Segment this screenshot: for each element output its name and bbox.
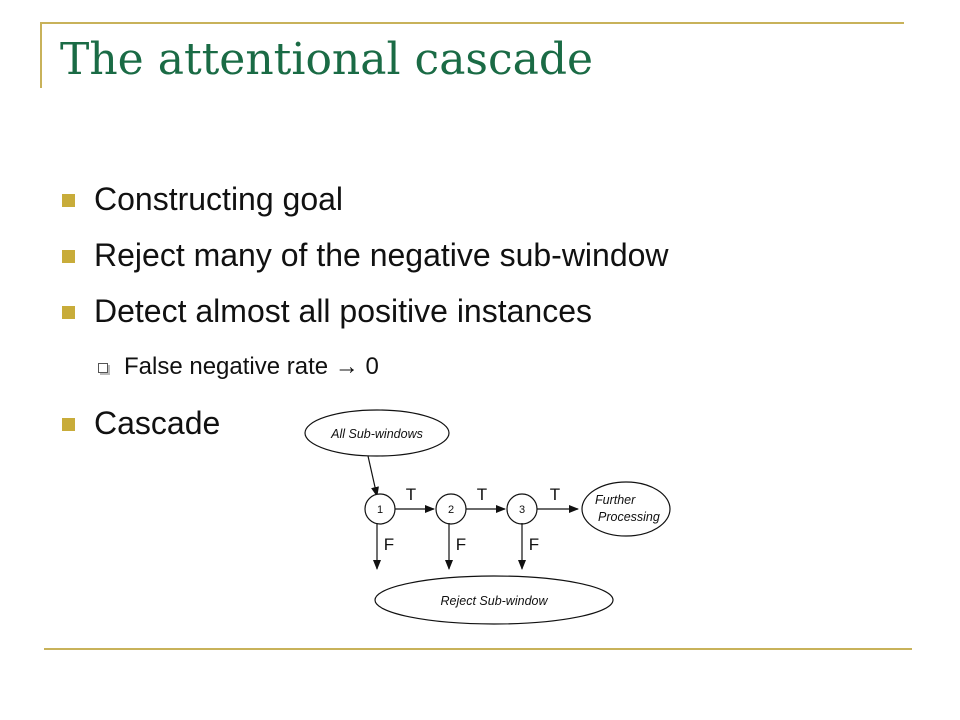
reject-subwindow-label: Reject Sub-window	[441, 594, 549, 608]
slide-title: The attentional cascade	[60, 34, 594, 85]
stage-3-label: 3	[519, 504, 525, 516]
true-label: T	[477, 485, 487, 504]
false-label: F	[529, 535, 539, 554]
further-processing-node	[581, 481, 671, 537]
square-bullet-icon	[62, 194, 75, 207]
bullet-text: Reject many of the negative sub-window	[94, 237, 669, 273]
input-arrow	[367, 455, 379, 497]
false-label: F	[456, 535, 466, 554]
true-label: T	[550, 485, 560, 504]
all-subwindows-label: All Sub-windows	[330, 427, 423, 441]
reject-subwindow-node	[374, 575, 614, 625]
stage-2-label: 2	[448, 504, 454, 516]
bullet-text: Cascade	[94, 405, 221, 441]
square-bullet-icon	[62, 418, 75, 431]
false-label: F	[384, 535, 394, 554]
square-bullet-icon	[62, 306, 75, 319]
further-processing-label-line1: Further	[595, 493, 636, 507]
hollow-square-bullet-icon	[98, 363, 108, 373]
bullet-text: Detect almost all positive instances	[94, 293, 592, 329]
square-bullet-icon	[62, 250, 75, 263]
further-processing-label-line2: Processing	[598, 510, 660, 524]
true-label: T	[406, 485, 416, 504]
sub-bullet-text: False negative rate → 0	[124, 353, 379, 380]
left-rule	[40, 22, 42, 88]
all-subwindows-node	[304, 409, 450, 457]
top-rule	[40, 22, 904, 24]
bottom-rule	[44, 648, 912, 650]
stage-1-label: 1	[377, 504, 383, 516]
bullet-text: Constructing goal	[94, 181, 344, 217]
